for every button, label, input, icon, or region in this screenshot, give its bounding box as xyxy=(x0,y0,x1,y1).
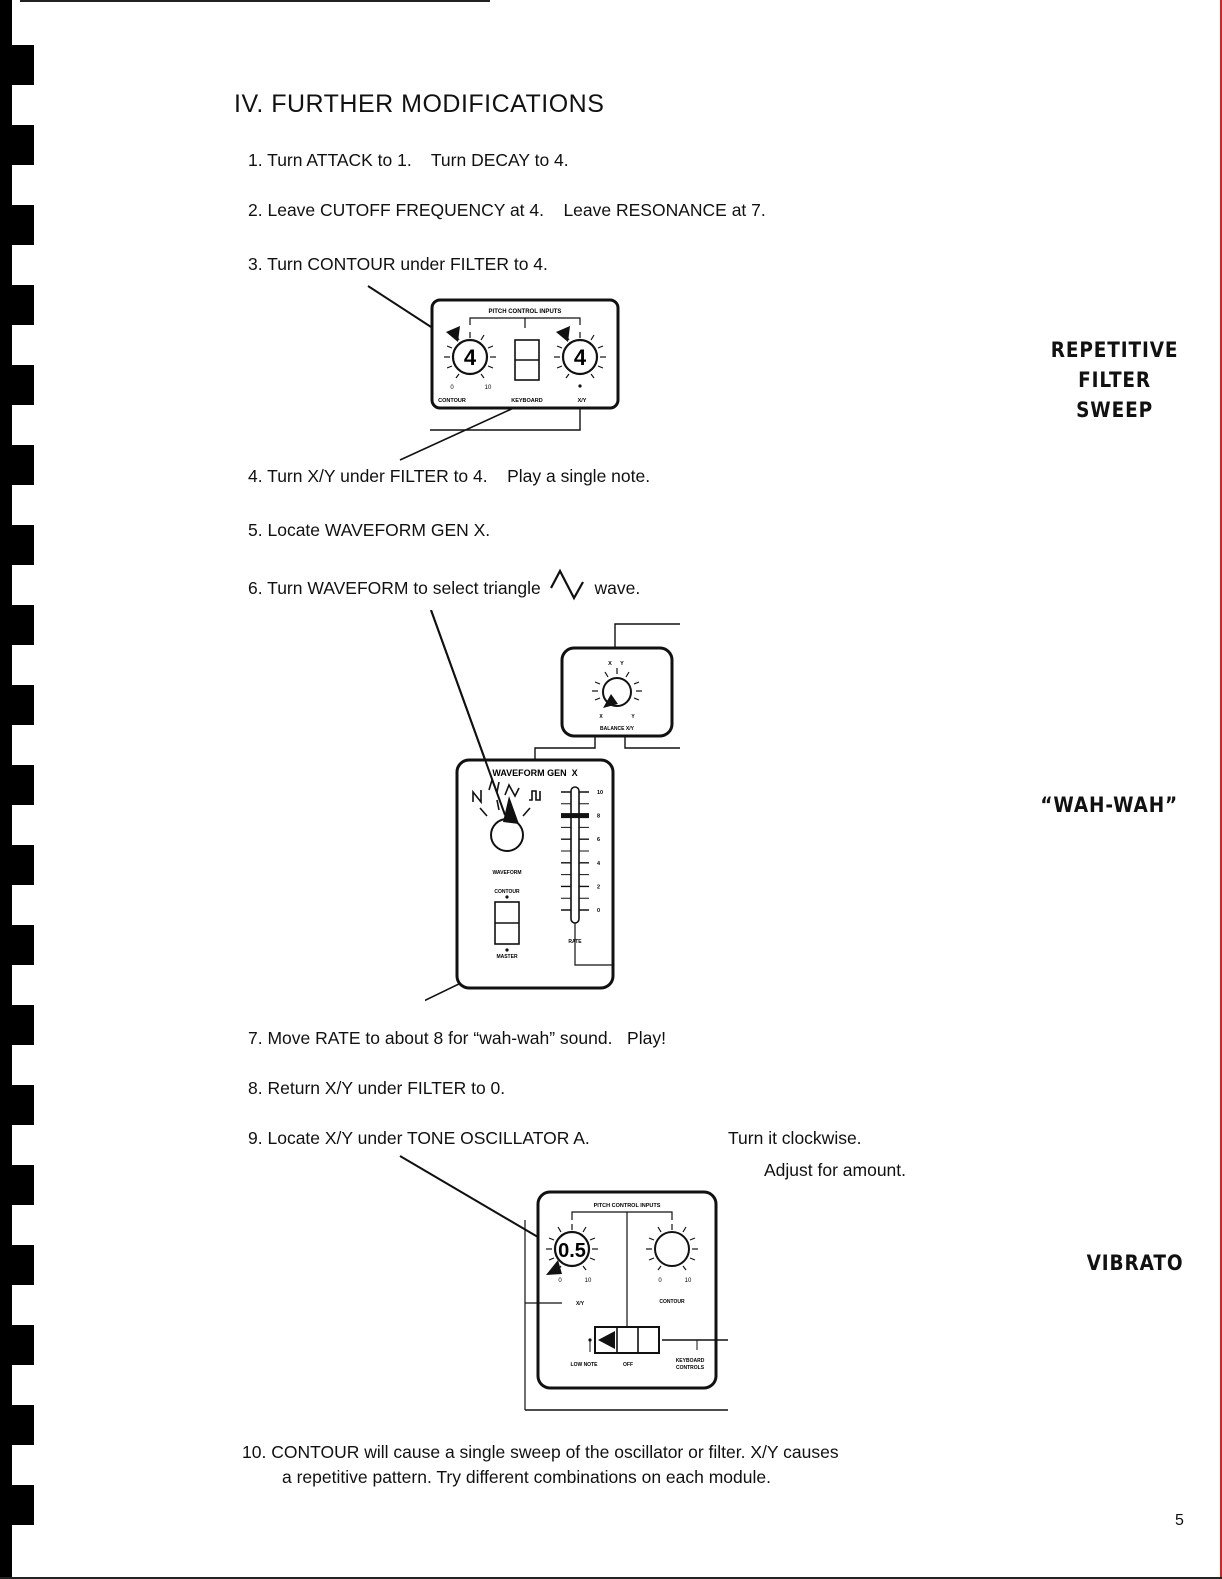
waveform-knob[interactable] xyxy=(490,796,524,852)
step-number: 7. xyxy=(248,1028,263,1048)
balance-knob[interactable] xyxy=(592,668,642,708)
step-text: Locate WAVEFORM GEN X. xyxy=(267,520,491,540)
slider-handle[interactable] xyxy=(561,813,589,819)
balance-y-label: Y xyxy=(620,661,624,667)
side-label-wahwah: “WAH-WAH” xyxy=(1039,793,1178,817)
slider-tick-label: 8 xyxy=(597,814,600,820)
contour-label: CONTOUR xyxy=(659,1299,685,1305)
step-number: 1. xyxy=(248,150,263,170)
step-text: Leave CUTOFF FREQUENCY at 4. Leave RESON… xyxy=(267,200,766,220)
contour-label: CONTOUR xyxy=(438,398,466,404)
step-number: 3. xyxy=(248,254,263,274)
step-text: Move RATE to about 8 for “wah-wah” sound… xyxy=(267,1028,666,1048)
pointer-line xyxy=(399,1155,561,1251)
step-7: 7. Move RATE to about 8 for “wah-wah” so… xyxy=(248,1028,666,1049)
waveform-label: WAVEFORM xyxy=(492,870,521,876)
off-label: OFF xyxy=(623,1362,633,1368)
balance-x-label: X xyxy=(608,661,612,667)
contour-label: CONTOUR xyxy=(494,889,520,895)
xy-label: X/Y xyxy=(576,1301,585,1307)
tick-label: 0 xyxy=(558,1278,562,1284)
pitch-control-label: PITCH CONTROL INPUTS xyxy=(594,1203,661,1209)
side-label-line: FILTER xyxy=(1077,368,1151,392)
triangle-wave-icon xyxy=(549,568,584,601)
slider-tick-label: 2 xyxy=(597,884,600,890)
balance-x-tick: X xyxy=(599,714,603,720)
step-4: 4. Turn X/Y under FILTER to 4. Play a si… xyxy=(248,466,650,487)
controls-label: CONTROLS xyxy=(676,1365,705,1371)
keyboard-label: KEYBOARD xyxy=(511,398,543,404)
slider-track xyxy=(570,786,580,924)
step-number: 10. xyxy=(242,1442,267,1462)
step-text: Return X/Y under FILTER to 0. xyxy=(267,1078,506,1098)
knob-value: 0.5 xyxy=(558,1240,586,1262)
tick-label: 10 xyxy=(585,1278,592,1284)
slider-tick-label: 4 xyxy=(597,861,601,867)
filter-diagram: PITCH CONTROL INPUTS 4 0 10 4 xyxy=(367,285,620,461)
contour-knob[interactable]: 0 10 xyxy=(646,1224,698,1284)
balance-label: BALANCE X/Y xyxy=(600,726,635,732)
step-text-line1: CONTOUR will cause a single sweep of the… xyxy=(271,1442,839,1462)
top-edge-line xyxy=(20,0,490,2)
step-number: 9. xyxy=(248,1128,263,1148)
step-number: 2. xyxy=(248,200,263,220)
side-label-line: SWEEP xyxy=(1075,398,1153,422)
step-10: 10. CONTOUR will cause a single sweep of… xyxy=(242,1440,839,1490)
keyboard-label: KEYBOARD xyxy=(676,1358,705,1364)
step-number: 4. xyxy=(248,466,263,486)
low-note-label: LOW NOTE xyxy=(571,1362,599,1368)
side-label-vibrato: VIBRATO xyxy=(1086,1251,1184,1275)
step-8: 8. Return X/Y under FILTER to 0. xyxy=(248,1078,505,1099)
tick-label: 0 xyxy=(658,1278,662,1284)
step-number: 6. xyxy=(248,578,263,598)
balance-y-tick: Y xyxy=(631,714,635,720)
step-text-suffix: wave. xyxy=(594,578,641,598)
step-number: 8. xyxy=(248,1078,263,1098)
slider-tick-label: 10 xyxy=(597,790,603,796)
step-text: Turn ATTACK to 1. Turn DECAY to 4. xyxy=(267,150,569,170)
page-number: 5 xyxy=(1175,1512,1184,1529)
step-text: Turn CONTOUR under FILTER to 4. xyxy=(267,254,548,274)
pitch-control-label: PITCH CONTROL INPUTS xyxy=(489,309,562,315)
step-9-action: Turn it clockwise. xyxy=(728,1128,862,1148)
knob-value: 4 xyxy=(464,345,477,370)
step-3: 3. Turn CONTOUR under FILTER to 4. xyxy=(248,254,548,275)
waveform-shape-icons xyxy=(472,777,541,817)
section-heading: IV. FURTHER MODIFICATIONS xyxy=(234,90,605,118)
xy-knob[interactable]: 0.5 0 10 xyxy=(546,1224,598,1284)
side-label-repetitive-filter-sweep: REPETITIVE FILTER SWEEP xyxy=(1051,335,1179,425)
step-6: 6. Turn WAVEFORM to select triangle wave… xyxy=(248,568,640,602)
waveform-gen-title: WAVEFORM GEN X xyxy=(492,768,577,778)
side-label-line: REPETITIVE xyxy=(1050,338,1179,362)
slider-tick-label: 0 xyxy=(597,908,600,914)
step-text-line2: a repetitive pattern. Try different comb… xyxy=(282,1467,771,1487)
knob-value: 4 xyxy=(574,345,587,370)
step-5: 5. Locate WAVEFORM GEN X. xyxy=(248,520,490,541)
step-number: 5. xyxy=(248,520,263,540)
waveform-diagram: X Y X Y BALANCE X/Y WAVEFORM GEN X WAVEF… xyxy=(425,610,680,1002)
tick-label: 0 xyxy=(450,385,454,391)
step-text: Turn X/Y under FILTER to 4. Play a singl… xyxy=(267,466,651,486)
margin-line xyxy=(1220,0,1222,1579)
step-text: Locate X/Y under TONE OSCILLATOR A. xyxy=(267,1128,590,1148)
oscillator-diagram: PITCH CONTROL INPUTS 0.5 0 10 X/Y 0 xyxy=(399,1155,728,1411)
binding-edge xyxy=(0,0,34,1579)
step-1: 1. Turn ATTACK to 1. Turn DECAY to 4. xyxy=(248,150,569,171)
tick-label: 10 xyxy=(685,1278,692,1284)
keyboard-mode-switch[interactable] xyxy=(594,1326,660,1354)
master-label: MASTER xyxy=(496,954,518,960)
xy-label: X/Y xyxy=(578,398,587,404)
step-9-note: Adjust for amount. xyxy=(764,1160,907,1180)
slider-tick-label: 6 xyxy=(597,837,600,843)
step-text: Turn WAVEFORM to select triangle xyxy=(267,578,541,598)
bottom-edge-line xyxy=(0,1577,1222,1579)
tick-label: 10 xyxy=(485,385,492,391)
contour-knob[interactable]: 4 0 10 xyxy=(444,326,496,391)
xy-knob[interactable]: 4 xyxy=(554,326,606,388)
step-9: 9. Locate X/Y under TONE OSCILLATOR A. xyxy=(248,1128,590,1149)
step-2: 2. Leave CUTOFF FREQUENCY at 4. Leave RE… xyxy=(248,200,766,221)
